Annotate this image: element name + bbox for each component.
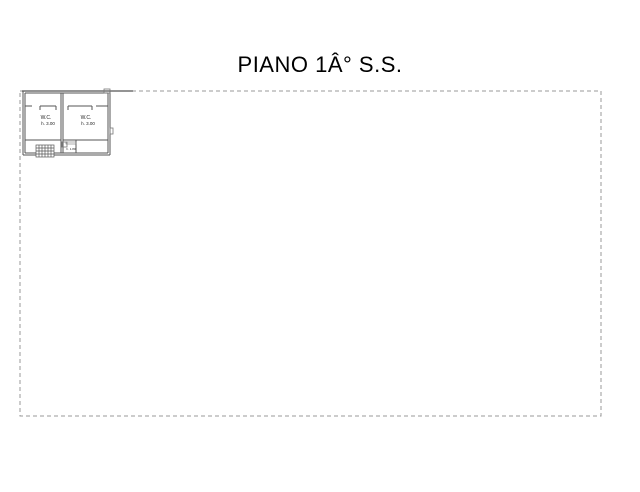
stairs bbox=[35, 144, 55, 158]
window-marker bbox=[109, 127, 114, 135]
room-1-height: h. 3.00 bbox=[41, 121, 55, 126]
room-2-height: h. 3.00 bbox=[81, 121, 95, 126]
small-fixture bbox=[61, 141, 68, 148]
partition-walls bbox=[25, 93, 108, 153]
room-1-name: W.C. bbox=[41, 115, 52, 121]
door-marker bbox=[65, 141, 77, 145]
small-room-height: h. 1.80 bbox=[66, 147, 76, 151]
plan-title: PIANO 1Â° S.S. bbox=[237, 52, 403, 77]
corner-marker bbox=[103, 88, 111, 94]
property-boundary bbox=[19, 90, 602, 417]
room-2-name: W.C. bbox=[81, 115, 92, 121]
